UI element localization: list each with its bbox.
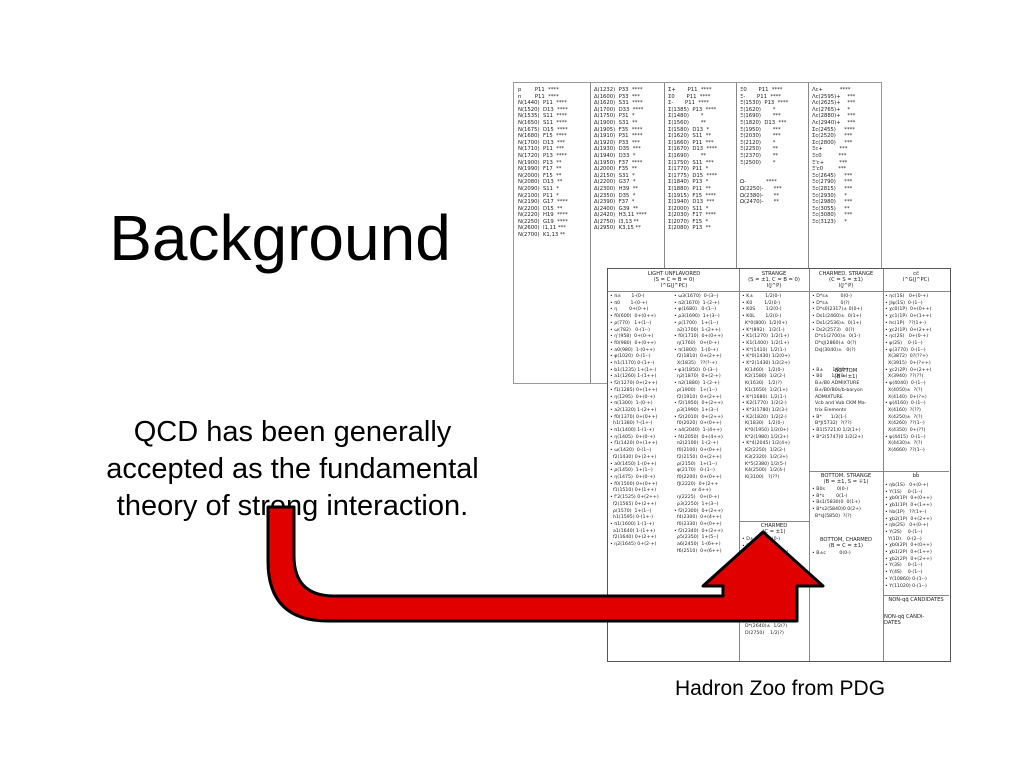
section-rule [883, 595, 949, 596]
table-column: • K± 1/2(0-) • K0 1/2(0-) • K0S 1/2(0-) … [742, 294, 790, 480]
table-column: Ξ0 P11 **** Ξ- P11 **** Ξ(1530) P13 ****… [740, 87, 789, 206]
section-rule [739, 521, 809, 522]
image-caption: Hadron Zoo from PDG [674, 677, 886, 700]
table-column: • ω3(1670) 0-(3--) • π2(1670) 1-(2-+) • … [674, 294, 723, 554]
table-divider [883, 269, 884, 661]
table-divider [590, 83, 591, 383]
slide-body: QCD has been generally accepted as the f… [40, 414, 545, 525]
section-rule [809, 471, 949, 472]
table-column: Σ+ P11 **** Σ0 P11 **** Σ- P11 **** Σ(13… [668, 87, 718, 232]
non-qq-candidates: NON-qq̄ CANDI- DATES [884, 614, 925, 626]
header-charmed-strange: CHARMED, STRANGE (C = S = ±1) I(J^P) [818, 271, 874, 289]
header-rule [608, 291, 950, 292]
header-bottom-strange: BOTTOM, STRANGE (B = ±1, S = ∓1) [820, 473, 872, 485]
header-charmed: CHARMED (C = ±1) [760, 523, 788, 535]
table-column: • ηb(1S) 0+(0-+) • Υ(1S) 0-(1--) • χb0(1… [885, 483, 932, 589]
header-light-unflavored: LIGHT UNFLAVORED (S = C = B = 0) I^G(J^P… [647, 271, 701, 289]
header-bottom: BOTTOM (B = ±1) [834, 368, 858, 380]
table-column: • D± 1/2(0-) • D0 1/2(0-) • D*(2007)0 1/… [742, 537, 795, 636]
body-line-3: theory of strong interaction. [116, 490, 469, 522]
header-non-qq: NON-qq̄ CANDIDATES [888, 597, 944, 603]
table-divider [664, 83, 665, 383]
table-column: Δ(1232) P33 **** Δ(1600) P33 *** Δ(1620)… [594, 87, 647, 232]
header-bottom-charmed: BOTTOM, CHARMED (B = C = ±1) [819, 537, 873, 549]
header-strange: STRANGE (S = ±1, C = B = 0) I(J^P) [748, 271, 800, 289]
header-bb: bb̄ [912, 473, 920, 479]
table-divider [808, 83, 809, 383]
table-divider [739, 269, 740, 661]
table-column: p P11 **** n P11 **** N(1440) P11 **** N… [518, 87, 568, 239]
table-column: Λc+ **** Λc(2595)+ *** Λc(2625)+ *** Λc(… [812, 87, 856, 225]
meson-table-image: LIGHT UNFLAVORED (S = C = B = 0) I^G(J^P… [607, 268, 951, 662]
table-column: • B±c 0(0-) [812, 551, 851, 556]
body-line-2: accepted as the fundamental [106, 453, 479, 485]
table-column: • B0s 0(0-) • B*s 0(1-) • Bs1(5830)0 0(1… [812, 487, 861, 519]
further-states: Further States [676, 603, 713, 609]
table-column: • ηc(1S) 0+(0-+) • J/ψ(1S) 0-(1--) • χc0… [885, 294, 932, 454]
table-column: • π± 1-(0-) • π0 1-(0-+) • η 0+(0-+) • f… [610, 294, 659, 548]
body-line-1: QCD has been generally [133, 416, 452, 448]
slide-title: Background [109, 202, 451, 274]
table-divider [809, 269, 810, 661]
table-column: • D*s± 0(0-) • D*s± 0(?) • D*s0(2317)± 0… [812, 294, 867, 440]
table-divider [736, 83, 737, 383]
header-cc: cc̄ I^G(J^PC) [902, 271, 930, 283]
